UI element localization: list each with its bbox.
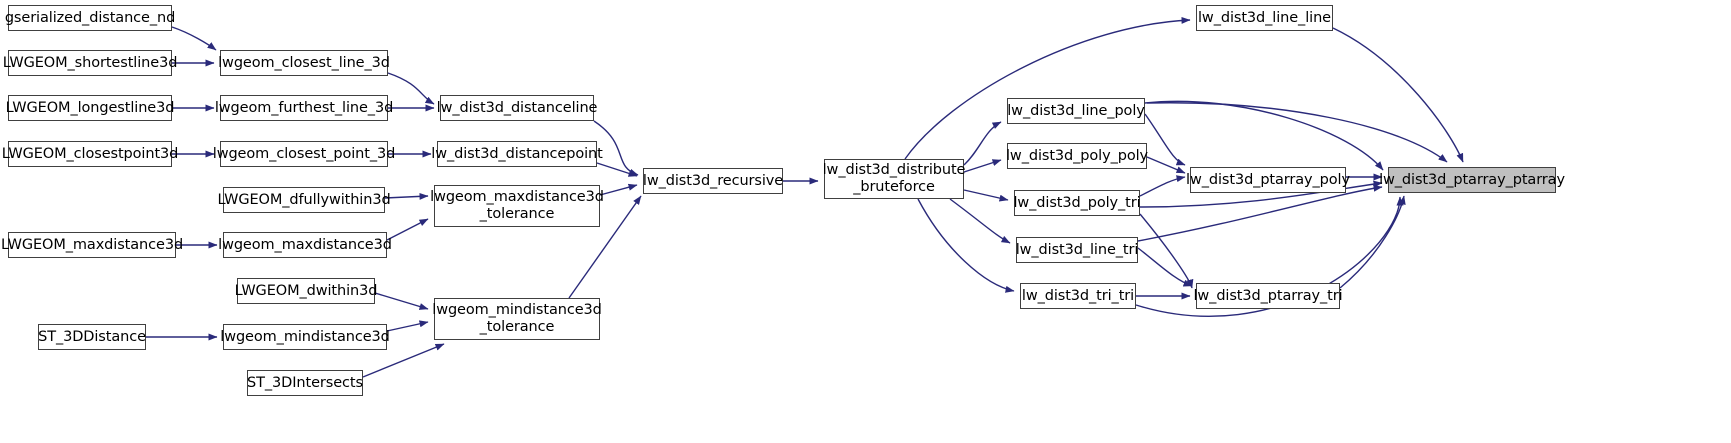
graph-node-lw-dist3d-ptarray-ptarray[interactable]: lw_dist3d_ptarray_ptarray <box>1379 167 1565 193</box>
call-edge <box>1332 27 1464 163</box>
call-edge <box>171 26 217 51</box>
graph-node-lwgeom-maxdistance3d[interactable]: LWGEOM_maxdistance3d <box>1 232 183 258</box>
call-edge <box>1146 156 1186 174</box>
call-edge <box>904 16 1191 160</box>
graph-node-st-3ddistance[interactable]: ST_3DDistance <box>38 324 146 350</box>
graph-node-lwgeom-closest-line-3d[interactable]: lwgeom_closest_line_3d <box>218 50 390 76</box>
graph-node-lw-dist3d-line-tri[interactable]: lw_dist3d_line_tri <box>1016 237 1138 263</box>
call-edge <box>1137 247 1193 287</box>
graph-node-lw-dist3d-recursive[interactable]: lw_dist3d_recursive <box>643 168 783 194</box>
graph-node-lw-dist3d-poly-poly[interactable]: lw_dist3d_poly_poly <box>1006 143 1148 169</box>
call-edge <box>384 192 429 200</box>
graph-node-lwgeom-shortestline3d[interactable]: LWGEOM_shortestline3d <box>3 50 177 76</box>
graph-node-lw-dist3d-tri-tri[interactable]: lw_dist3d_tri_tri <box>1020 283 1136 309</box>
graph-node-lw-dist3d-poly-tri[interactable]: lw_dist3d_poly_tri <box>1013 190 1141 216</box>
graph-node-lwgeom-dwithin3d[interactable]: LWGEOM_dwithin3d <box>235 278 377 304</box>
graph-node-lw-dist3d-distribute-bruteforce[interactable]: lw_dist3d_distribute _bruteforce <box>823 159 965 199</box>
graph-node-lwgeom-closest-point-3d[interactable]: lwgeom_closest_point_3d <box>213 141 395 167</box>
call-edge <box>1139 213 1194 289</box>
call-edge <box>949 198 1011 244</box>
graph-node-lw-dist3d-line-line[interactable]: lw_dist3d_line_line <box>1196 5 1333 31</box>
call-edge <box>1144 113 1186 166</box>
call-edge <box>374 292 429 310</box>
call-edge <box>596 162 638 177</box>
graph-node-lwgeom-maxdistance3d[interactable]: lwgeom_maxdistance3d <box>218 232 392 258</box>
graph-node-st-3dintersects[interactable]: ST_3DIntersects <box>247 370 363 396</box>
graph-node-lw-dist3d-ptarray-poly[interactable]: lw_dist3d_ptarray_poly <box>1186 167 1350 193</box>
call-edge <box>386 218 429 241</box>
call-edge <box>387 72 435 105</box>
call-edge <box>1146 102 1448 163</box>
call-edge <box>963 159 1002 173</box>
call-edge <box>917 198 1015 293</box>
call-edge <box>1144 100 1384 171</box>
graph-node-lwgeom-dfullywithin3d[interactable]: LWGEOM_dfullywithin3d <box>217 187 391 213</box>
graph-node-lw-dist3d-ptarray-tri[interactable]: lw_dist3d_ptarray_tri <box>1193 283 1343 309</box>
call-edge <box>1339 195 1406 289</box>
graph-node-lw-dist3d-distanceline[interactable]: lw_dist3d_distanceline <box>437 95 597 121</box>
call-edge <box>599 183 638 196</box>
call-edge <box>1137 184 1383 242</box>
graph-node-lw-dist3d-line-poly[interactable]: lw_dist3d_line_poly <box>1007 98 1145 124</box>
graph-node-lwgeom-closestpoint3d[interactable]: LWGEOM_closestpoint3d <box>2 141 178 167</box>
graph-node-lw-dist3d-distancepoint[interactable]: lw_dist3d_distancepoint <box>431 141 603 167</box>
graph-node-lwgeom-mindistance3d[interactable]: lwgeom_mindistance3d <box>220 324 390 350</box>
graph-node-lwgeom-furthest-line-3d[interactable]: lwgeom_furthest_line_3d <box>215 95 393 121</box>
graph-node-lwgeom-maxdistance3d-tolerance[interactable]: lwgeom_maxdistance3d _tolerance <box>430 185 604 227</box>
graph-node-lwgeom-longestline3d[interactable]: LWGEOM_longestline3d <box>6 95 174 121</box>
call-edge <box>386 320 429 332</box>
graph-node-gserialized-distance-nd[interactable]: gserialized_distance_nd <box>5 5 175 31</box>
graph-node-lwgeom-mindistance3d-tolerance[interactable]: lwgeom_mindistance3d _tolerance <box>432 298 602 340</box>
call-edge <box>963 121 1002 166</box>
call-edge <box>1139 175 1186 197</box>
call-edge <box>963 189 1009 202</box>
